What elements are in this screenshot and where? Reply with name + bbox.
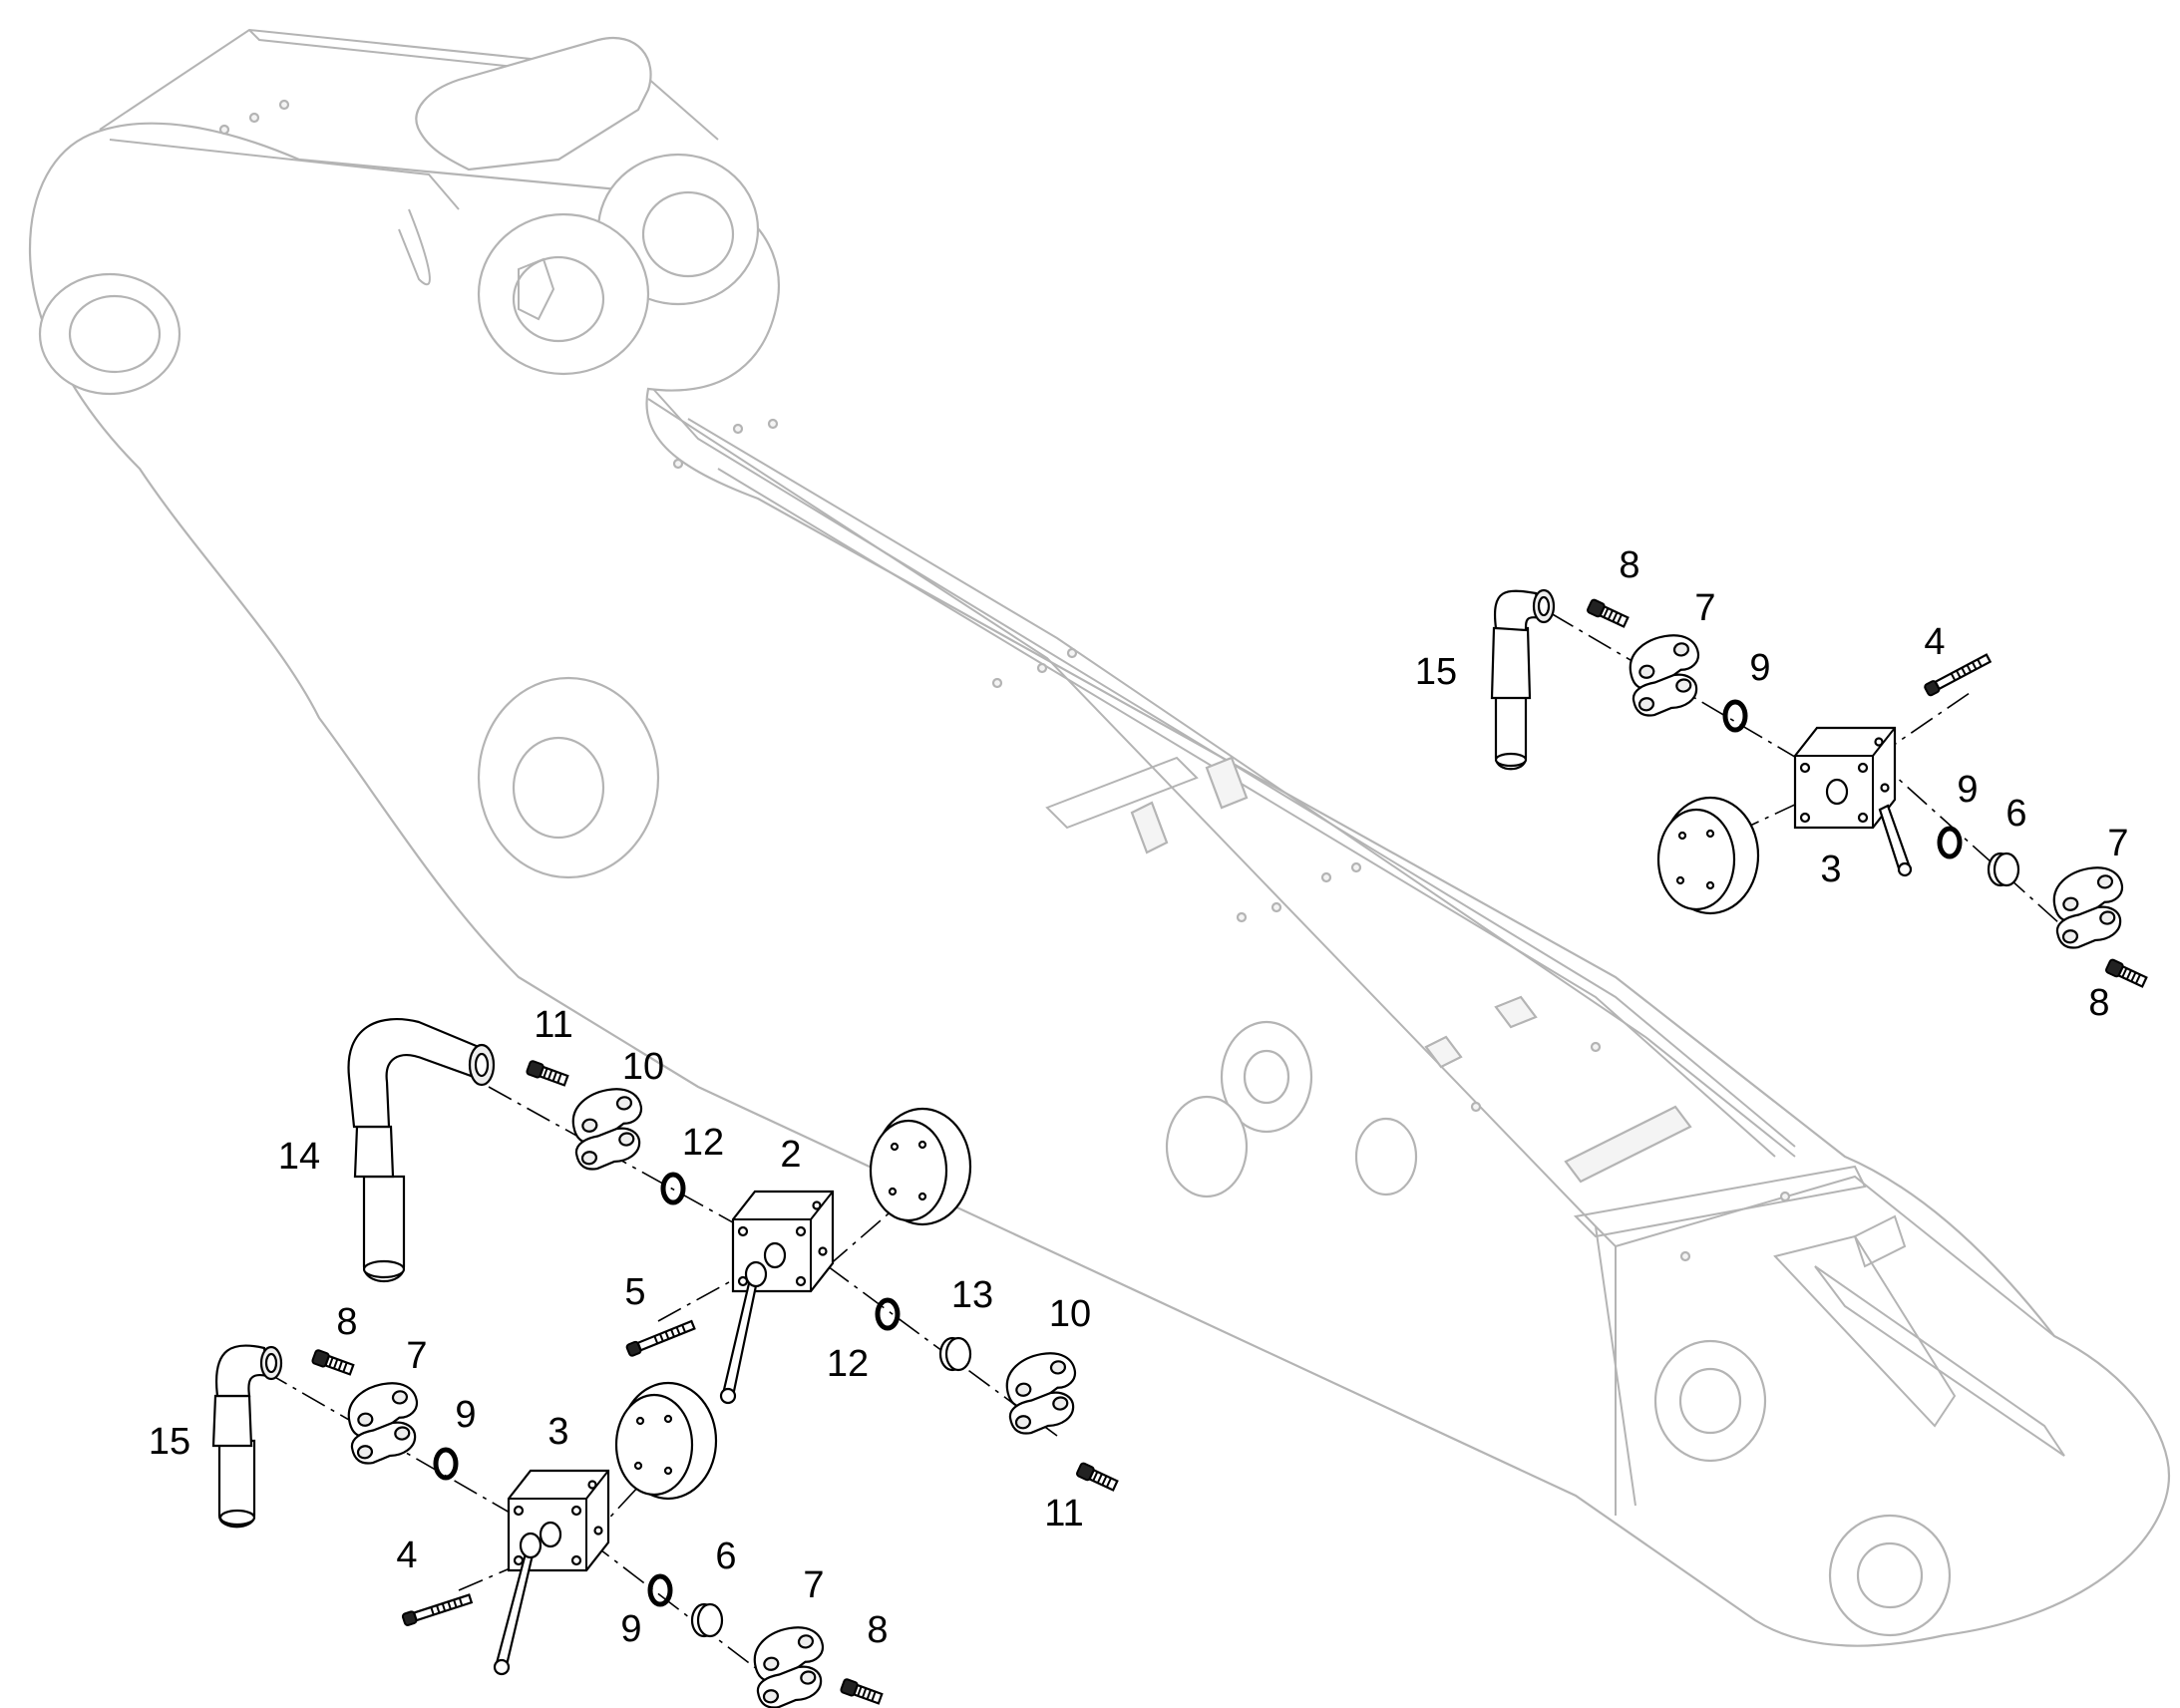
top-bracket bbox=[415, 37, 652, 171]
callout-4: 4 bbox=[396, 1535, 417, 1576]
callout-2: 2 bbox=[780, 1134, 801, 1176]
mid-boss-inner bbox=[512, 736, 605, 840]
callout-7: 7 bbox=[2107, 823, 2128, 864]
ring-6 bbox=[690, 1602, 724, 1638]
screw-11 bbox=[1074, 1461, 1120, 1494]
callout-7: 7 bbox=[803, 1564, 824, 1606]
top-plate bbox=[1564, 1105, 1692, 1184]
boom-top-edge bbox=[99, 28, 719, 141]
end-pivot-inner bbox=[1856, 1541, 1924, 1609]
callout-7: 7 bbox=[406, 1335, 427, 1377]
top-block-2 bbox=[1494, 995, 1538, 1029]
boom-outline bbox=[28, 122, 2171, 1647]
ring-6 bbox=[1987, 852, 2020, 887]
rivet-holes bbox=[218, 99, 1791, 1262]
plug-disc bbox=[1656, 796, 1760, 915]
tip-linkage-2 bbox=[1814, 1265, 2065, 1457]
boom-inner-ridge-2 bbox=[687, 418, 1796, 1158]
bolt-4 bbox=[401, 1591, 474, 1627]
callout-8: 8 bbox=[336, 1301, 357, 1343]
flange-7 bbox=[746, 1621, 834, 1708]
oring-9 bbox=[650, 1576, 670, 1604]
top-bracket-arm bbox=[398, 208, 431, 286]
ring-13 bbox=[938, 1336, 972, 1372]
tip-boss-inner bbox=[1678, 1367, 1742, 1435]
hose-15 bbox=[1490, 588, 1556, 771]
callout-3: 3 bbox=[547, 1411, 568, 1453]
upper-pivot-bracket bbox=[518, 257, 555, 321]
screw-8 bbox=[839, 1677, 885, 1707]
oring-9 bbox=[1725, 702, 1745, 730]
screw-11 bbox=[525, 1059, 570, 1089]
upper-pivot-inner bbox=[641, 190, 735, 278]
screw-8 bbox=[1585, 597, 1631, 630]
callout-9: 9 bbox=[1957, 769, 1978, 811]
callout-8: 8 bbox=[2088, 982, 2109, 1024]
callout-13: 13 bbox=[951, 1274, 993, 1316]
callout-9: 9 bbox=[455, 1394, 476, 1436]
callout-12: 12 bbox=[827, 1343, 869, 1385]
boom-top-strip bbox=[109, 139, 460, 210]
side-boss-2 bbox=[1165, 1095, 1249, 1198]
callout-15: 15 bbox=[1415, 651, 1457, 693]
screw-8 bbox=[2103, 957, 2149, 990]
flange-7 bbox=[2045, 861, 2133, 952]
hose-14 bbox=[347, 1018, 496, 1282]
flange-10 bbox=[998, 1347, 1086, 1438]
assembly-top-right: 15 8 7 9 4 3 9 6 7 8 bbox=[1415, 544, 2149, 1024]
boom-inner-ridge-3 bbox=[717, 468, 1776, 1158]
boom-inner-ridge bbox=[652, 388, 1796, 1148]
excavator-boom bbox=[28, 28, 2171, 1647]
oring-9 bbox=[1940, 829, 1960, 856]
boom-tip-edge bbox=[1615, 1175, 2055, 1337]
callout-4: 4 bbox=[1924, 621, 1945, 663]
callout-9: 9 bbox=[1749, 647, 1770, 689]
callout-9: 9 bbox=[620, 1608, 641, 1650]
callout-10: 10 bbox=[622, 1046, 664, 1088]
rear-pivot-inner bbox=[68, 294, 162, 374]
callout-8: 8 bbox=[1619, 544, 1639, 586]
top-lug-1 bbox=[1130, 801, 1169, 854]
oring-12 bbox=[878, 1300, 898, 1328]
assembly-bottom-left: 15 8 7 9 3 4 9 6 7 8 bbox=[149, 1301, 889, 1708]
callout-10: 10 bbox=[1049, 1293, 1091, 1335]
callout-14: 14 bbox=[278, 1136, 320, 1178]
chain-line bbox=[488, 1086, 759, 1237]
hose-fitting bbox=[1878, 804, 1912, 873]
callout-3: 3 bbox=[1820, 849, 1841, 890]
callout-8: 8 bbox=[867, 1609, 888, 1651]
flange-7 bbox=[340, 1377, 428, 1468]
callout-6: 6 bbox=[2005, 793, 2026, 835]
callout-5: 5 bbox=[624, 1271, 645, 1313]
callout-12: 12 bbox=[682, 1122, 724, 1164]
tip-linkage bbox=[1773, 1234, 1957, 1428]
assembly-middle: 14 11 10 12 2 5 12 13 10 11 bbox=[278, 1004, 1120, 1535]
screw-8 bbox=[310, 1348, 356, 1378]
callout-15: 15 bbox=[149, 1421, 190, 1463]
callout-6: 6 bbox=[715, 1536, 736, 1577]
cross-member-2 bbox=[1573, 1165, 1867, 1238]
bolt-5 bbox=[624, 1318, 697, 1358]
tip-bracket bbox=[1853, 1214, 1907, 1268]
oring-9 bbox=[436, 1450, 456, 1478]
plug-disc bbox=[614, 1381, 718, 1501]
flange-7 bbox=[1622, 629, 1709, 720]
chain-line bbox=[827, 1200, 904, 1267]
chain-line bbox=[587, 1539, 779, 1686]
callout-11: 11 bbox=[534, 1004, 572, 1046]
hose-15 bbox=[211, 1344, 283, 1529]
callout-11: 11 bbox=[1044, 1493, 1083, 1535]
side-boss-1-inner bbox=[1243, 1049, 1290, 1105]
callout-7: 7 bbox=[1694, 587, 1715, 629]
top-block-1 bbox=[1424, 1035, 1463, 1069]
top-lug-2 bbox=[1205, 756, 1249, 810]
hose-fitting bbox=[721, 1274, 760, 1398]
flange-10 bbox=[564, 1083, 652, 1174]
upper-pivot2-inner bbox=[512, 255, 605, 343]
side-boss-3 bbox=[1354, 1117, 1418, 1196]
cross-member-1 bbox=[1045, 756, 1199, 830]
